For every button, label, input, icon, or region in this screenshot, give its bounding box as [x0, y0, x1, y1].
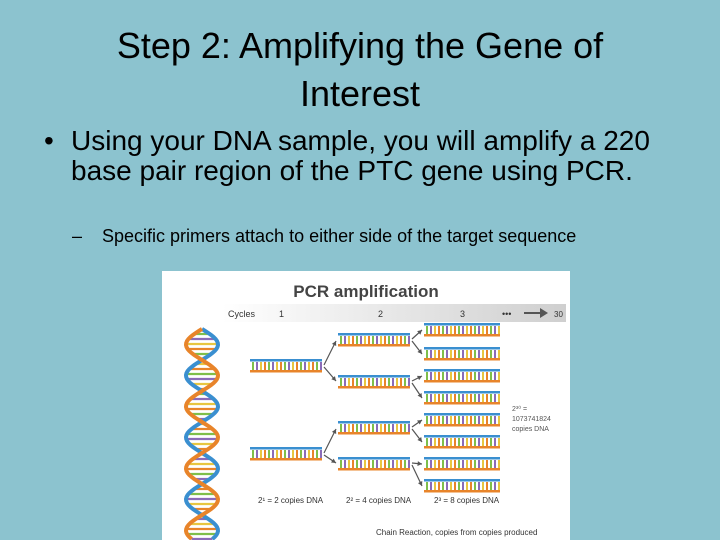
slide-title-line-2: Interest: [299, 73, 421, 114]
caption-cycle-2: 2² = 4 copies DNA: [346, 496, 412, 505]
dna-copy: [424, 347, 500, 361]
cycle-more-label: •••: [502, 309, 511, 319]
pcr-illustration: PCR amplification Cycles 1 2 3 ••• 30 2¹…: [183, 282, 566, 540]
dna-copy: [424, 435, 500, 449]
dna-copies: [250, 323, 500, 493]
dna-copy: [424, 457, 500, 471]
sub-bullet: – Specific primers attach to either side…: [72, 224, 692, 248]
slide-title-line-1: Step 2: Amplifying the Gene of: [116, 25, 604, 66]
figure-title: PCR amplification: [293, 282, 438, 301]
forward-arrow-icon: [524, 308, 548, 318]
cycle-3-label: 3: [460, 309, 465, 319]
cycles-label: Cycles: [228, 309, 256, 319]
dna-copy: [338, 421, 410, 435]
dna-copy: [338, 375, 410, 389]
cycles-bar: [222, 304, 566, 322]
dna-copy: [250, 447, 322, 461]
dna-copy: [424, 479, 500, 493]
caption-cycle-1: 2¹ = 2 copies DNA: [258, 496, 324, 505]
dna-copy: [338, 333, 410, 347]
cycle-1-label: 1: [279, 309, 284, 319]
sub-bullet-marker: –: [72, 226, 83, 246]
dna-copy: [250, 359, 322, 373]
figure-footer: Chain Reaction, copies from copies produ…: [376, 528, 537, 537]
sub-bullet-text: Specific primers attach to either side o…: [102, 226, 577, 246]
slide-title: Step 2: Amplifying the Gene of Interest: [40, 22, 680, 118]
dna-copy: [424, 323, 500, 337]
bullet-text: Using your DNA sample, you will amplify …: [71, 125, 650, 186]
amplification-arrows: [323, 329, 423, 487]
dna-copy: [424, 391, 500, 405]
caption-cycle-30-c: copies DNA: [512, 426, 549, 433]
caption-cycle-3: 2³ = 8 copies DNA: [434, 496, 500, 505]
bullet-marker: •: [44, 125, 54, 156]
dna-helix-icon: [183, 327, 221, 540]
pcr-figure: PCR amplification Cycles 1 2 3 ••• 30 2¹…: [162, 271, 570, 540]
dna-copy: [424, 369, 500, 383]
caption-cycle-30-a: 2³⁰ =: [512, 405, 527, 413]
cycle-end-label: 30: [554, 310, 563, 319]
caption-cycle-30-b: 1073741824: [512, 416, 551, 423]
cycle-2-label: 2: [378, 309, 383, 319]
main-bullet: • Using your DNA sample, you will amplif…: [44, 126, 684, 186]
dna-copy: [338, 457, 410, 471]
dna-copy: [424, 413, 500, 427]
